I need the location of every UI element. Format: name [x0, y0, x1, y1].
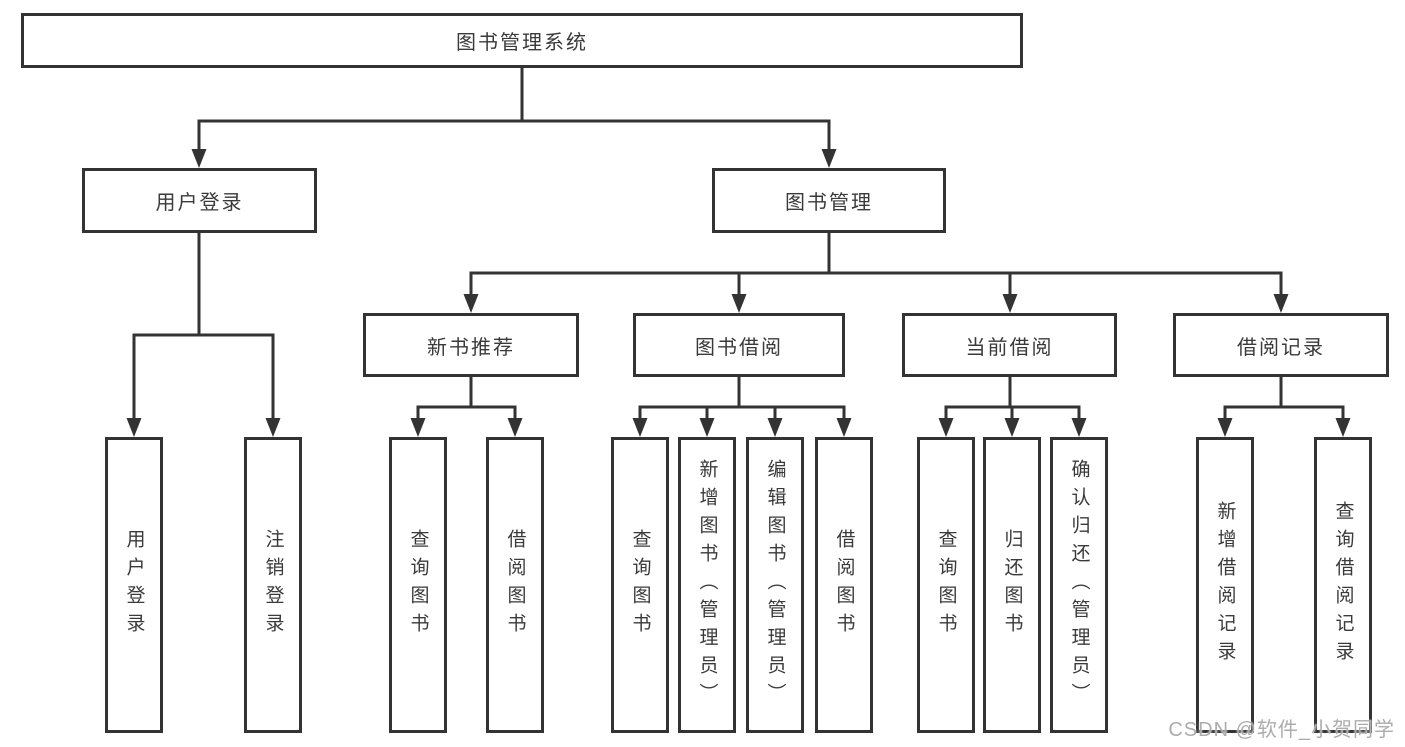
leaf-label: 借阅图书 — [504, 529, 526, 641]
leaf-label: 查询图书 — [629, 529, 651, 641]
leaf-label: 借阅图书 — [833, 529, 855, 641]
leaf-query-books-current: 查询图书 — [917, 437, 975, 733]
node-book-management: 图书管理 — [712, 168, 946, 233]
node-current-borrowing: 当前借阅 — [902, 313, 1117, 377]
csdn-watermark: CSDN @软件_小贺同学 — [1168, 719, 1395, 741]
leaf-label: 新增借阅记录 — [1214, 501, 1236, 669]
leaf-label: 新增图书（管理员） — [696, 459, 718, 711]
leaf-label: 用户登录 — [123, 529, 145, 641]
leaf-label: 确认归还（管理员） — [1068, 459, 1090, 711]
leaf-logout: 注销登录 — [244, 437, 302, 733]
leaf-label: 归还图书 — [1001, 529, 1023, 641]
node-borrow-records: 借阅记录 — [1173, 313, 1389, 377]
leaf-label: 查询图书 — [407, 529, 429, 641]
node-new-book-recommend: 新书推荐 — [363, 313, 579, 377]
leaf-add-books-admin: 新增图书（管理员） — [678, 437, 736, 733]
node-book-borrowing: 图书借阅 — [633, 313, 845, 377]
leaf-label: 注销登录 — [262, 529, 284, 641]
node-user-login: 用户登录 — [82, 168, 317, 233]
leaf-return-books: 归还图书 — [983, 437, 1041, 733]
leaf-borrow-books: 借阅图书 — [815, 437, 873, 733]
leaf-label: 查询借阅记录 — [1332, 501, 1354, 669]
leaf-query-books-recommend: 查询图书 — [389, 437, 447, 733]
leaf-label: 编辑图书（管理员） — [764, 459, 786, 711]
leaf-query-borrow-record: 查询借阅记录 — [1314, 437, 1372, 733]
leaf-user-login: 用户登录 — [105, 437, 163, 733]
leaf-query-books-borrowing: 查询图书 — [611, 437, 669, 733]
leaf-add-borrow-record: 新增借阅记录 — [1196, 437, 1254, 733]
leaf-label: 查询图书 — [935, 529, 957, 641]
leaf-borrow-books-recommend: 借阅图书 — [486, 437, 544, 733]
leaf-confirm-return-admin: 确认归还（管理员） — [1050, 437, 1108, 733]
node-root-system: 图书管理系统 — [21, 13, 1023, 68]
leaf-edit-books-admin: 编辑图书（管理员） — [746, 437, 804, 733]
